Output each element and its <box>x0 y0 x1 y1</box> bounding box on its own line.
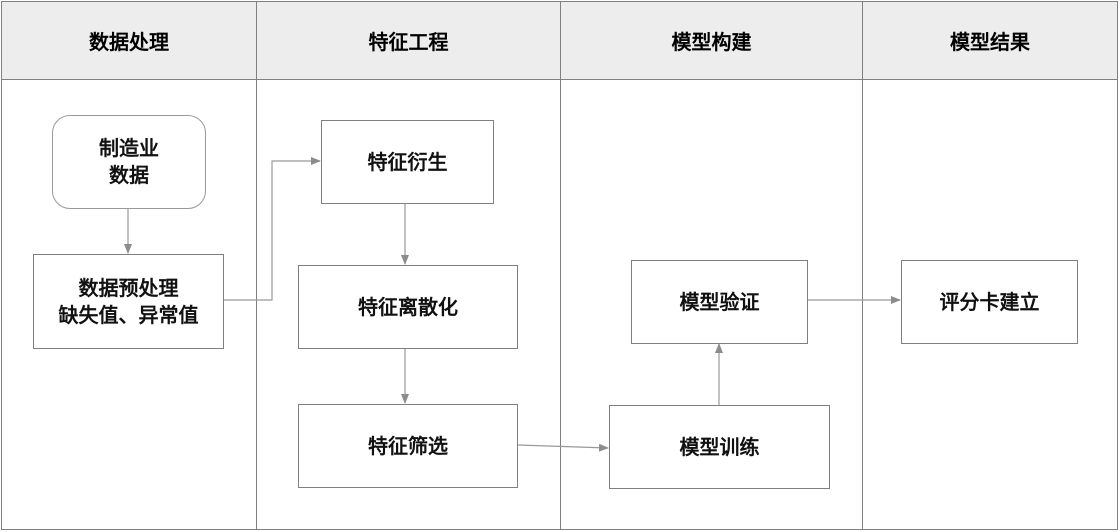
node-model-train[interactable]: 模型训练 <box>609 405 830 489</box>
node-label: 数据预处理 <box>78 275 179 300</box>
node-feature-select[interactable]: 特征筛选 <box>298 404 518 488</box>
node-feature-derive[interactable]: 特征衍生 <box>321 120 494 204</box>
node-label: 模型验证 <box>679 289 760 314</box>
lane-title: 模型构建 <box>561 2 862 80</box>
node-label: 特征筛选 <box>368 433 448 458</box>
node-label: 评分卡建立 <box>939 289 1040 314</box>
node-preprocess[interactable]: 数据预处理缺失值、异常值 <box>33 254 224 349</box>
node-label: 数据 <box>109 163 149 187</box>
node-manufacturing-data[interactable]: 制造业数据 <box>52 115 206 209</box>
node-label: 缺失值、异常值 <box>58 302 199 327</box>
arrow-select-to-train <box>517 443 609 452</box>
lane-data-processing: 数据处理 <box>1 1 257 530</box>
node-model-validate[interactable]: 模型验证 <box>631 260 808 344</box>
node-label: 特征衍生 <box>367 149 448 174</box>
node-label: 制造业 <box>99 136 159 160</box>
node-label: 模型训练 <box>679 434 760 459</box>
lane-feature-engineering: 特征工程 <box>256 1 561 530</box>
lane-model-building: 模型构建 <box>560 1 863 530</box>
lane-title: 模型结果 <box>863 2 1117 80</box>
lane-model-results: 模型结果 <box>862 1 1118 530</box>
node-scorecard[interactable]: 评分卡建立 <box>901 260 1078 344</box>
lane-title: 特征工程 <box>257 2 560 80</box>
lane-title: 数据处理 <box>2 2 256 80</box>
arrow-preprocess-to-derive <box>224 157 321 301</box>
node-feature-discretize[interactable]: 特征离散化 <box>298 265 518 349</box>
node-label: 特征离散化 <box>358 294 458 319</box>
